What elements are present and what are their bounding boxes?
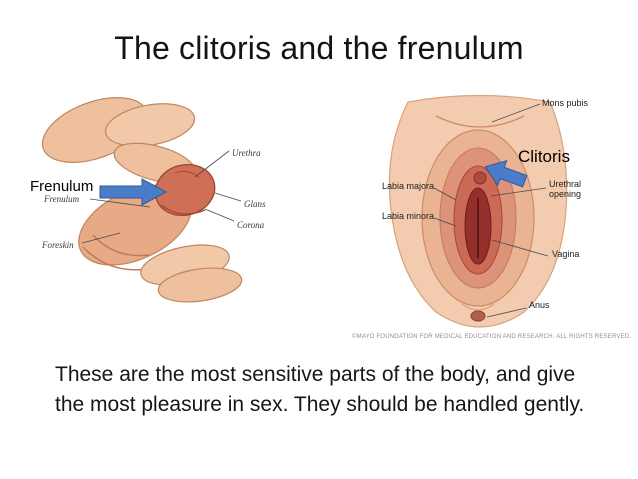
frenulum-pointer-arrow-icon: [99, 178, 168, 206]
callout-clitoris: Clitoris: [518, 147, 570, 166]
label-corona: Corona: [237, 220, 265, 230]
vulva-anatomy-illustration: [388, 94, 568, 328]
copyright-credit: ©MAYO FOUNDATION FOR MEDICAL EDUCATION A…: [352, 334, 632, 340]
label-glans: Glans: [244, 199, 266, 209]
label-mons-pubis: Mons pubis: [542, 98, 589, 108]
callout-frenulum: Frenulum: [30, 178, 94, 195]
label-labia-majora: Labia majora: [382, 181, 435, 191]
label-urethra: Urethra: [232, 148, 261, 158]
penis-anatomy-illustration: [41, 97, 243, 303]
label-urethral-opening: Urethral opening: [549, 179, 582, 200]
slide-body-text: These are the most sensitive parts of th…: [55, 363, 585, 417]
label-vagina: Vagina: [552, 249, 580, 259]
right-diagram-leader-lines: [433, 103, 549, 318]
clitoris-pointer-arrow-icon: [484, 160, 528, 188]
label-foreskin: Foreskin: [42, 240, 74, 250]
label-labia-minora: Labia minora: [382, 211, 435, 221]
left-diagram-leader-lines: [81, 150, 242, 244]
label-anus: Anus: [529, 300, 550, 310]
label-frenulum-small: Frenulum: [44, 194, 80, 204]
slide-title: The clitoris and the frenulum: [114, 30, 524, 66]
